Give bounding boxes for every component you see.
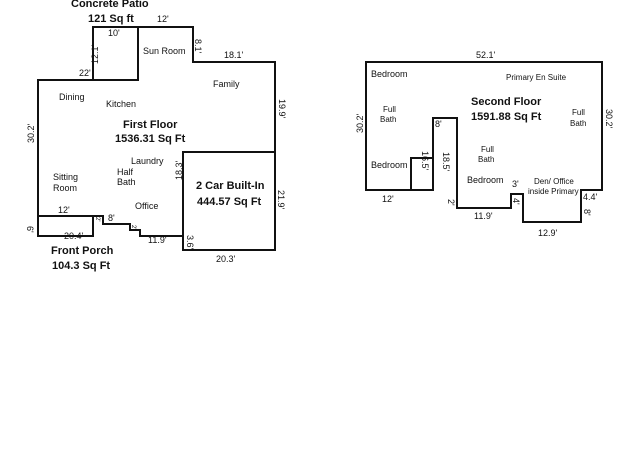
half-bath-label-line2: Bath	[117, 177, 136, 187]
full-bath-b-line1: Full	[572, 108, 585, 117]
second-floor-bottom-left-dim: 12'	[382, 194, 394, 204]
patio-left-dim: 12.1'	[90, 44, 100, 64]
bedroom-c-label: Bedroom	[467, 175, 504, 185]
second-floor-area: 1591.88 Sq Ft	[471, 111, 542, 123]
garage-area: 444.57 Sq Ft	[197, 196, 262, 208]
den-label-line1: Den/ Office	[534, 177, 574, 186]
notch-left-dim: 16.5'	[420, 151, 430, 171]
porch-area: 104.3 Sq Ft	[52, 260, 110, 272]
second-floor-bottom-mid-dim: 11.9'	[474, 211, 493, 221]
dining-label: Dining	[59, 92, 85, 102]
garage-left-dim: 18.3'	[174, 160, 184, 180]
den-label-line2: inside Primary	[528, 187, 579, 196]
patio-bottom-dim: 22'	[79, 68, 91, 78]
porch-top-dim: 12'	[58, 205, 70, 215]
step-d-dim: 4.4'	[583, 192, 598, 202]
second-floor-title: Second Floor	[471, 96, 542, 108]
full-bath-a-line2: Bath	[380, 115, 396, 124]
full-bath-c-line1: Full	[481, 145, 494, 154]
patio-area: 121 Sq ft	[88, 13, 134, 25]
half-bath-label-line1: Half	[117, 167, 134, 177]
sitting-room-label-line2: Room	[53, 183, 77, 193]
office-bottom-dim: 11.9'	[148, 235, 167, 245]
full-bath-a-line1: Full	[383, 105, 396, 114]
first-floor-area: 1536.31 Sq Ft	[115, 133, 186, 145]
primary-suite-label: Primary En Suite	[506, 73, 567, 82]
step-c-dim: 4'	[511, 198, 521, 205]
office-label: Office	[135, 201, 158, 211]
sun-room-top-dim: 12'	[157, 14, 169, 24]
full-bath-c-line2: Bath	[478, 155, 494, 164]
first-floor-outline	[37, 26, 276, 250]
porch-left-dim: 6'	[25, 226, 35, 233]
step-e-dim: 8'	[582, 209, 592, 216]
porch-title: Front Porch	[51, 245, 114, 257]
bedroom-a-label: Bedroom	[371, 69, 408, 79]
family-top-dim: 18.1'	[224, 50, 244, 60]
notch-right-dim: 18.5'	[441, 152, 451, 172]
garage-right-dim: 21.9'	[276, 190, 286, 210]
notch-top-dim: 8'	[435, 119, 442, 129]
second-floor-left-dim: 30.2'	[355, 113, 365, 133]
second-floor-notch-left-wall	[410, 157, 433, 190]
second-floor-bottom-den-dim: 12.9'	[538, 228, 558, 238]
first-floor-left-dim: 30.2'	[26, 123, 36, 143]
step-a-dim: 2'	[446, 199, 456, 206]
second-floor-outline	[365, 61, 603, 223]
family-right-dim: 19.9'	[277, 99, 287, 119]
garage-outline	[182, 151, 276, 251]
sun-room-right-dim: 8.1'	[193, 39, 203, 54]
garage-bottom-dim: 20.3'	[216, 254, 236, 264]
kitchen-label: Kitchen	[106, 99, 136, 109]
garage-title: 2 Car Built-In	[196, 180, 265, 192]
family-label: Family	[213, 79, 240, 89]
front-porch-outline	[38, 215, 94, 236]
laundry-label: Laundry	[131, 156, 164, 166]
step-b-dim: 3'	[512, 179, 519, 189]
patio-title: Concrete Patio	[71, 0, 149, 10]
first-floor-title: First Floor	[123, 119, 178, 131]
full-bath-b-line2: Bath	[570, 119, 586, 128]
sitting-room-label-line1: Sitting	[53, 172, 78, 182]
second-floor-right-dim: 30.2'	[604, 109, 614, 129]
garage-step-dim: 3.6'	[185, 235, 195, 250]
porch-step-a-dim: 2'	[94, 217, 100, 221]
porch-bottom-dim: 20.4'	[64, 231, 84, 241]
patio-top-dim: 10'	[108, 28, 120, 38]
porch-middle-dim: 8'	[108, 213, 115, 223]
bedroom-b-label: Bedroom	[371, 160, 408, 170]
porch-step-b-dim: 2'	[130, 225, 136, 229]
sun-room-label: Sun Room	[143, 46, 186, 56]
second-floor-top-dim: 52.1'	[476, 50, 496, 60]
